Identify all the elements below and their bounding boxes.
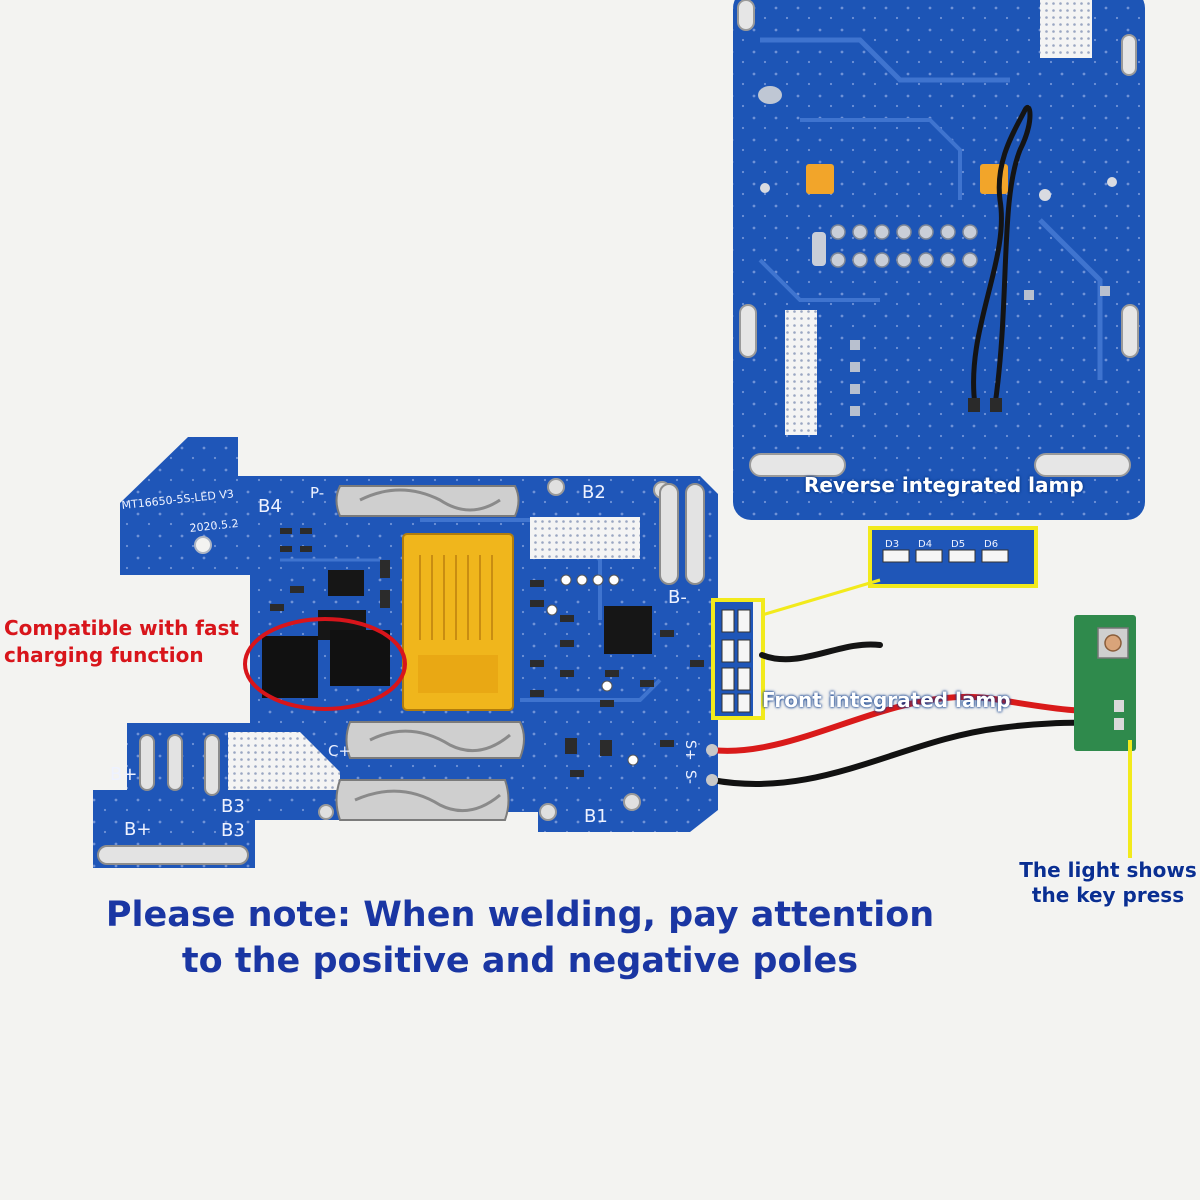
welding-polarity-note: Please note: When welding, pay attention… <box>60 892 980 984</box>
fast-charging-callout-line: Compatible with fast <box>4 616 239 640</box>
key-press-callout: The light shows the key press <box>1018 858 1198 908</box>
led-label: D4 <box>918 539 932 550</box>
pad-label-s-minus: S- <box>682 770 698 784</box>
key-press-callout-line: the key press <box>1031 883 1185 907</box>
key-switch-board <box>1074 615 1136 751</box>
reverse-lamp-highlight <box>868 526 1038 588</box>
led-label: D3 <box>885 539 899 550</box>
reverse-lamp-label: Reverse integrated lamp <box>804 473 1084 497</box>
pad-label-b1: B1 <box>584 806 608 827</box>
welding-note-line: Please note: When welding, pay attention <box>105 895 935 935</box>
reverse-led-strip: D3 D4 D5 D6 <box>868 526 1038 588</box>
led-label: D6 <box>984 539 998 550</box>
pad-label-b-plus: B+ <box>124 819 151 840</box>
pad-label-b4: B4 <box>258 496 282 517</box>
led-label: D5 <box>951 539 965 550</box>
pad-label-b3: B3 <box>221 796 245 817</box>
pad-label-b-minus: B- <box>668 587 687 608</box>
lamp-connector-line <box>761 578 881 617</box>
pad-label-b-plus: B+ <box>110 764 137 785</box>
fast-charging-callout: Compatible with fast charging function <box>4 615 239 669</box>
fast-charging-callout-line: charging function <box>4 643 204 667</box>
pad-label-b2: B2 <box>582 482 606 503</box>
pad-label-b3: B3 <box>221 820 245 841</box>
reverse-side-board <box>733 0 1145 520</box>
thermistor-wire <box>759 641 883 663</box>
pad-label-c-plus: C+ <box>328 742 351 760</box>
pad-label-s-plus: S+ <box>682 740 698 761</box>
pad-label-p-minus: P- <box>310 484 324 502</box>
front-led-column <box>711 598 765 720</box>
fast-charging-highlight-ring <box>243 617 407 711</box>
welding-note-line: to the positive and negative poles <box>181 941 859 981</box>
board-date-label: 2020.5.2 <box>189 517 239 535</box>
front-lamp-highlight <box>711 598 765 720</box>
key-press-callout-line: The light shows <box>1019 858 1197 882</box>
bms-board: MT16650-5S-LED V3 2020.5.2 B4 P- B2 B- B… <box>93 437 765 868</box>
black-wire <box>711 719 1119 787</box>
front-lamp-label: Front integrated lamp <box>762 688 1011 712</box>
